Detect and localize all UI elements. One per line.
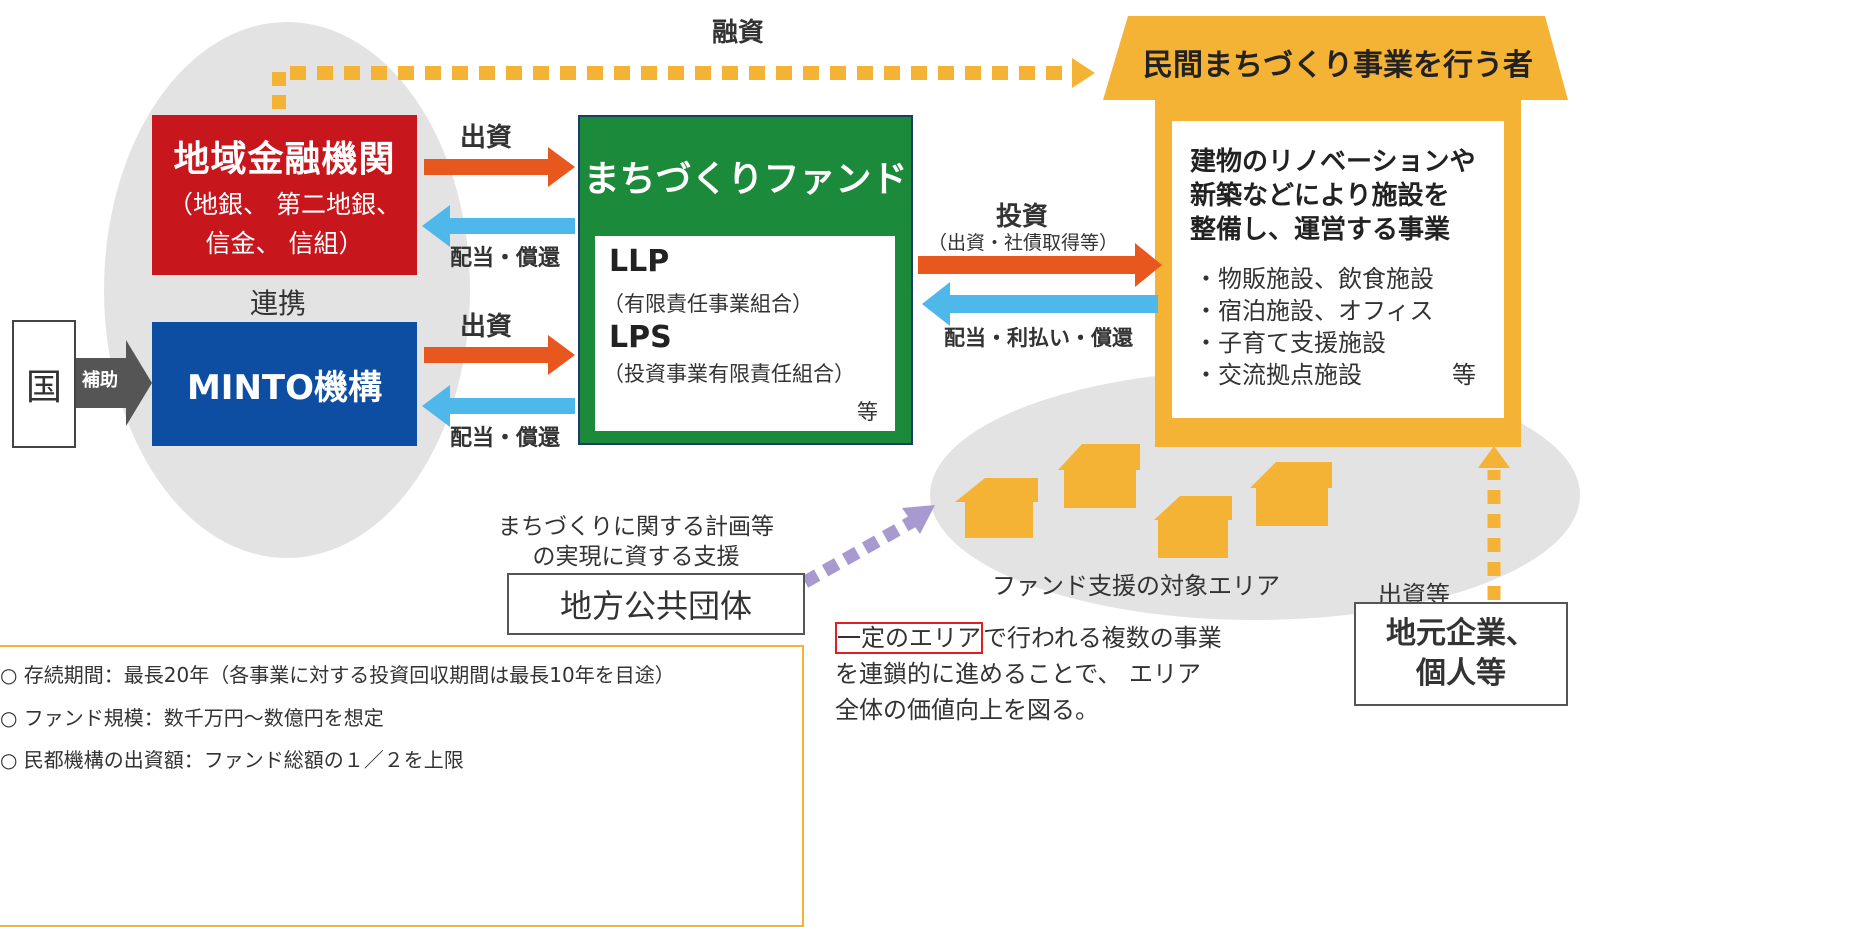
note-line: ○ ファンド規模：数千万円～数億円を想定	[0, 706, 384, 730]
target-area-label: ファンド支援の対象エリア	[992, 572, 1280, 600]
subsidy-label: 補助	[82, 370, 118, 391]
loan-label: 融資	[712, 18, 765, 48]
finance-institution-box: 地域金融機関 （地銀、 第二地銀、 信金、 信組）	[152, 115, 417, 275]
local-business-line: 個人等	[1416, 656, 1506, 691]
support-arrow	[801, 505, 935, 588]
return-label-top: 配当・償還	[450, 246, 561, 271]
operator-panel: 建物のリノベーションや 新築などにより施設を 整備し、運営する事業 ・物販施設、…	[1172, 121, 1504, 418]
fund-llp: LLP	[609, 244, 670, 279]
return-arrow-top	[422, 205, 575, 247]
small-house-3	[1154, 496, 1232, 558]
fund-llp-sub: （有限責任事業組合）	[603, 292, 813, 316]
finance-institution-line1: （地銀、 第二地銀、	[168, 190, 401, 219]
invest-label-bottom: 出資	[460, 312, 513, 342]
link-label: 連携	[250, 287, 307, 320]
fund-invest-sub-label: （出資・社債取得等）	[928, 232, 1119, 254]
local-capital-arrow	[1478, 446, 1510, 600]
fund-return-label: 配当・利払い・償還	[944, 326, 1133, 350]
loan-arrow	[272, 58, 1095, 109]
operator-title: 民間まちづくり事業を行う者	[1143, 48, 1533, 83]
invest-label-top: 出資	[460, 123, 513, 153]
operator-heading-line: 新築などにより施設を	[1190, 181, 1450, 211]
small-house-1	[955, 478, 1038, 538]
return-arrow-bottom	[422, 385, 575, 427]
fund-lps: LPS	[609, 320, 672, 355]
operator-list: ・物販施設、飲食施設 ・宿泊施設、オフィス ・子育て支援施設 ・交流拠点施設	[1194, 263, 1434, 391]
invest-arrow-fund	[918, 243, 1162, 287]
return-arrow-fund	[922, 282, 1158, 326]
support-text: まちづくりに関する計画等 の実現に資する支援	[498, 512, 774, 572]
area-note-line3: 全体の価値向上を図る。	[835, 696, 1099, 724]
note-line: ○ 存続期間：最長20年（各事業に対する投資回収期間は最長10年を目途）	[0, 663, 675, 687]
return-label-bottom: 配当・償還	[450, 426, 561, 451]
local-business-box: 地元企業、 個人等	[1354, 602, 1568, 706]
area-highlight-box: 一定のエリア	[835, 622, 983, 654]
fund-etc: 等	[857, 400, 878, 424]
subsidy-arrow	[76, 340, 152, 426]
area-note: 一定のエリアで行われる複数の事業 を連鎖的に進めることで、 エリア 全体の価値向…	[835, 620, 1222, 728]
minto-box: MINTO機構	[152, 322, 417, 446]
fund-title: まちづくりファンド	[583, 159, 908, 200]
small-house-2	[1058, 444, 1140, 508]
fund-types-panel: LLP （有限責任事業組合） LPS （投資事業有限責任組合） 等	[595, 236, 895, 431]
fund-lps-sub: （投資事業有限責任組合）	[603, 362, 855, 386]
local-business-line: 地元企業、	[1386, 616, 1536, 651]
operator-list-item: ・物販施設、飲食施設	[1194, 265, 1434, 293]
area-note-line1: 一定のエリアで行われる複数の事業	[835, 620, 1222, 656]
fund-invest-label: 投資	[996, 202, 1049, 232]
operator-list-etc: 等	[1452, 361, 1476, 389]
finance-institution-name: 地域金融機関	[173, 139, 396, 180]
support-text-line: まちづくりに関する計画等	[498, 514, 774, 540]
small-house-4	[1250, 462, 1332, 526]
operator-heading-line: 建物のリノベーションや	[1190, 147, 1476, 177]
operator-list-item: ・交流拠点施設	[1194, 361, 1362, 389]
invest-arrow-top	[424, 147, 575, 187]
finance-institution-line2: 信金、 信組）	[205, 229, 364, 258]
operator-heading-line: 整備し、運営する事業	[1190, 215, 1451, 245]
operator-list-item: ・子育て支援施設	[1194, 329, 1386, 357]
operator-list-item: ・宿泊施設、オフィス	[1194, 297, 1434, 325]
country-box: 国	[12, 320, 76, 448]
support-text-line: の実現に資する支援	[532, 544, 740, 570]
area-note-line1-rest: で行われる複数の事業	[983, 624, 1222, 652]
operator-heading: 建物のリノベーションや 新築などにより施設を 整備し、運営する事業	[1190, 145, 1475, 247]
notes-box: ○ 存続期間：最長20年（各事業に対する投資回収期間は最長10年を目途） ○ フ…	[0, 645, 804, 927]
area-note-line2: を連鎖的に進めることで、 エリア	[835, 660, 1201, 688]
local-government-box: 地方公共団体	[507, 573, 805, 635]
invest-arrow-bottom	[424, 335, 575, 375]
note-line: ○ 民都機構の出資額：ファンド総額の１／２を上限	[0, 748, 464, 772]
